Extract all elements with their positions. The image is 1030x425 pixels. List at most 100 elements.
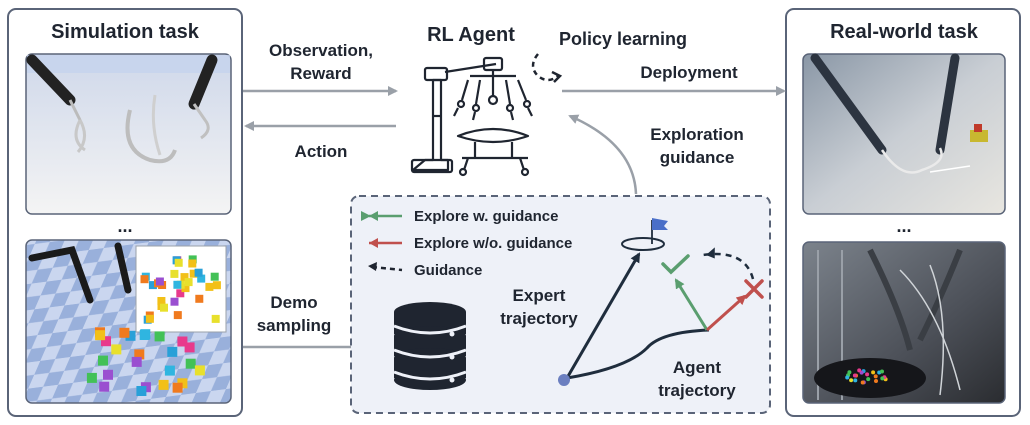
cube (172, 382, 183, 393)
exploration-label-2: guidance (660, 148, 735, 167)
bead (873, 374, 878, 379)
deployment-label: Deployment (640, 63, 738, 82)
bead (857, 368, 862, 373)
simulation-ellipsis: ... (117, 216, 132, 236)
bead (880, 376, 885, 381)
start-point (558, 374, 570, 386)
cube (119, 327, 130, 338)
demo-label-1: Demo (270, 293, 317, 312)
cube (98, 355, 108, 366)
policy-loop-arrowhead (551, 70, 563, 83)
agent-label-1: Agent (673, 358, 722, 377)
bead (845, 375, 850, 380)
policy-loop-arrow (531, 53, 559, 82)
rl-agent-title: RL Agent (427, 24, 515, 46)
cube (184, 278, 193, 287)
policy-learning-label: Policy learning (559, 29, 687, 49)
bead (847, 370, 852, 375)
real-world-image-top (802, 53, 1006, 215)
bead (866, 377, 871, 382)
cube (139, 330, 150, 340)
cube (188, 259, 197, 268)
cube (188, 255, 197, 264)
goal-flag-icon (652, 218, 668, 230)
cube (157, 297, 166, 305)
expert-label-2: trajectory (500, 309, 578, 328)
bead-cluster (845, 368, 888, 385)
simulation-panel: Simulation task ... (7, 8, 243, 417)
cube (197, 274, 206, 283)
cube (145, 314, 154, 323)
check-icon (661, 254, 690, 275)
cube (136, 386, 147, 396)
demo-label-2: sampling (257, 316, 332, 335)
bead (874, 379, 878, 383)
action-label: Action (295, 142, 348, 161)
cube (101, 336, 111, 347)
cube (154, 331, 165, 342)
cube (140, 275, 149, 284)
cube (194, 365, 205, 376)
inset-cube-cluster (140, 255, 221, 324)
cube (205, 282, 214, 291)
observation-label-2: Reward (290, 64, 351, 83)
bead (852, 373, 857, 378)
simulation-image-top (25, 53, 232, 215)
expert-trajectory-line (565, 252, 641, 379)
legend-label-unguided: Explore w/o. guidance (414, 235, 572, 252)
cube (148, 281, 157, 290)
cube (177, 336, 188, 347)
cube (167, 346, 178, 357)
bead (865, 372, 870, 377)
rl-agent: RL Agent Policy learning (410, 24, 687, 177)
legend-label-guidance: Guidance (414, 262, 482, 279)
cube (134, 349, 145, 360)
bead (880, 369, 884, 374)
cube (189, 269, 198, 278)
cube (180, 273, 189, 282)
agent-label-2: trajectory (658, 381, 736, 400)
bead (853, 378, 858, 383)
cube (103, 369, 113, 380)
observation-label-1: Observation, (269, 41, 373, 60)
real-world-panel: Real-world task ... (785, 8, 1021, 417)
bead (860, 380, 865, 385)
guidance-arrowhead (706, 247, 715, 259)
flow-arrows: Observation, Reward Action Deployment Ex… (243, 41, 786, 352)
guided-exploration-arrow (674, 278, 709, 331)
surgical-robot-icon (410, 56, 533, 177)
guidance-dashed-arrow (702, 252, 755, 280)
bead (849, 378, 854, 383)
cube (181, 284, 190, 293)
cube (95, 330, 106, 341)
cube (111, 344, 122, 355)
cube (164, 365, 175, 376)
real-world-ellipsis: ... (896, 216, 911, 236)
exploration-label-1: Exploration (650, 125, 744, 144)
unguided-exploration-arrow (705, 294, 747, 332)
exploration-guidance-arrow (568, 114, 638, 195)
cube (212, 281, 221, 290)
cube (125, 330, 136, 341)
exploration-box: Explore w. guidance Explore w/o. guidanc… (350, 195, 771, 414)
cube (155, 277, 164, 286)
cube (131, 356, 142, 367)
cube (99, 381, 110, 392)
cube (170, 297, 179, 306)
cube (173, 311, 182, 320)
cube (160, 303, 168, 312)
expert-label-1: Expert (513, 286, 566, 305)
cube (184, 342, 195, 353)
cube (195, 294, 204, 303)
real-world-image-bottom (802, 241, 1006, 404)
agent-trajectory-line (566, 328, 710, 380)
cube (211, 314, 220, 323)
cube (173, 280, 182, 289)
database-icon (393, 302, 467, 390)
floor-cube-cluster (86, 327, 205, 396)
cube (86, 372, 97, 383)
cube (194, 268, 203, 277)
cube (170, 269, 179, 278)
bead (871, 370, 876, 375)
